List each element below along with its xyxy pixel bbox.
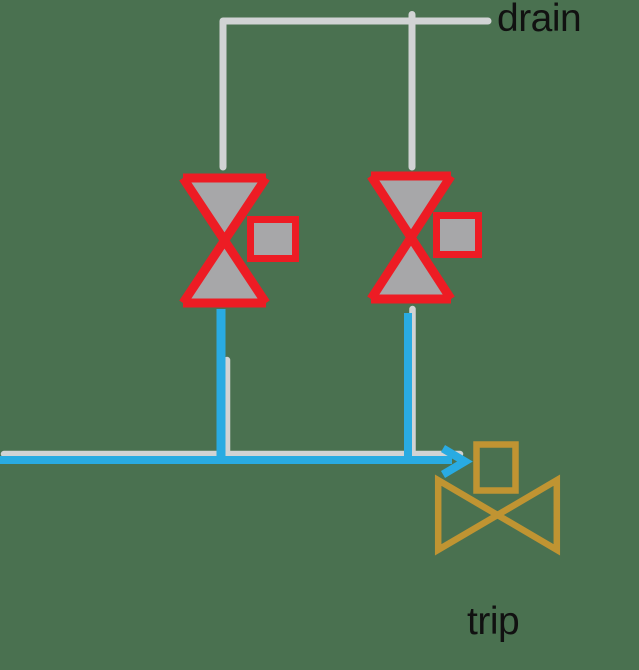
trip-valve-label-line1: trip bbox=[467, 600, 520, 643]
drain-valve-left-actuator bbox=[247, 216, 299, 262]
flow-arrow-icon bbox=[440, 445, 473, 478]
drain-valve-right-actuator bbox=[433, 212, 482, 258]
drain-valve-left-top-fill bbox=[183, 178, 266, 241]
main-flow-line bbox=[0, 309, 473, 478]
drain-valve-left-bottom-fill bbox=[183, 240, 266, 303]
drain-pipe-left-run bbox=[219, 17, 492, 171]
trip-valve-label: trip valve bbox=[467, 547, 556, 670]
gray-underlay-pipes bbox=[0, 305, 464, 460]
drain-valve-left bbox=[179, 173, 299, 308]
drain-header-pipe bbox=[219, 11, 492, 171]
drain-label: drain bbox=[497, 0, 582, 40]
drain-valve-right bbox=[367, 171, 482, 304]
trip-valve-actuator bbox=[473, 441, 519, 494]
trip-valve-icon bbox=[434, 441, 561, 556]
drain-valve-right-outline bbox=[367, 171, 455, 304]
drain-valve-right-bottom-fill bbox=[371, 237, 451, 299]
trip-valve-right-triangle bbox=[491, 474, 561, 556]
drain-valve-left-outline bbox=[179, 173, 270, 308]
trip-valve-left-triangle bbox=[434, 474, 504, 556]
drain-valve-right-top-fill bbox=[371, 176, 451, 238]
